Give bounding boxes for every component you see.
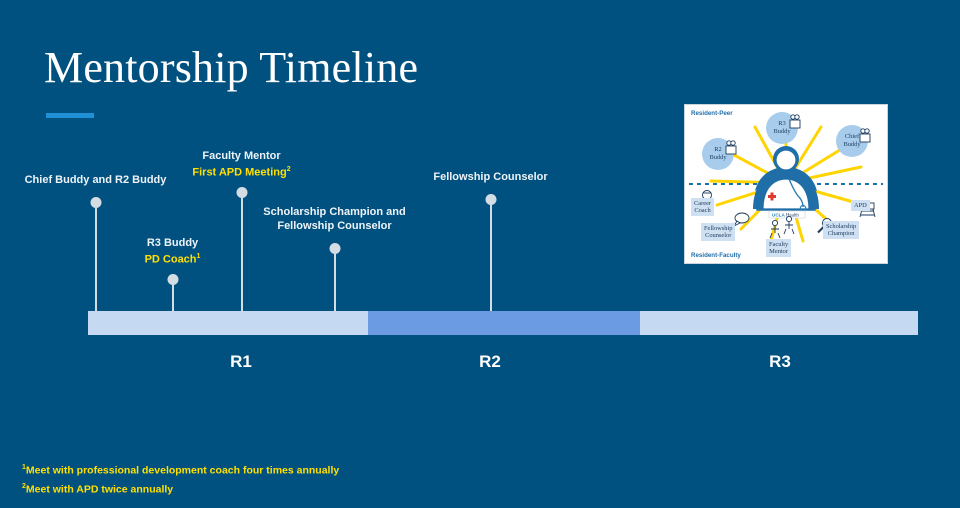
page-title: Mentorship Timeline	[44, 43, 419, 92]
phase-label-r3: R3	[769, 352, 791, 371]
marker-primary-text: Chief Buddy and R2 Buddy	[24, 174, 167, 186]
marker-stem	[333, 248, 336, 311]
marker-label-r3-buddy: R3 Buddy PD Coach1	[145, 236, 201, 267]
marker-stem	[489, 199, 492, 311]
timeline-marker-faculty-mentor[interactable]: Faculty Mentor First APD Meeting2	[192, 150, 291, 311]
marker-label-chief-buddy: Chief Buddy and R2 Buddy	[25, 173, 167, 187]
marker-stem	[171, 279, 174, 311]
diagram-node-chief-buddy[interactable]: Chief Buddy	[843, 133, 861, 148]
footnote-marker: 2	[22, 482, 26, 490]
marker-label-fellowship-counselor: Fellowship Counselor	[433, 170, 547, 184]
diagram-graphics: UCLA Health	[689, 112, 883, 243]
diagram-node-r2-buddy[interactable]: R2 Buddy	[709, 146, 727, 161]
marker-primary-text: Faculty Mentor	[202, 150, 281, 162]
r3-people-icon	[789, 114, 801, 129]
marker-stem	[94, 202, 97, 311]
timeline-segment-r2[interactable]	[368, 311, 640, 335]
diagram-region-label-faculty: Resident-Faculty	[691, 252, 741, 259]
marker-primary-text: R3 Buddy	[146, 237, 199, 249]
footnote-2: 2Meet with APD twice annually	[22, 479, 339, 498]
svg-text:Health: Health	[786, 214, 799, 219]
diagram-node-faculty-mentor[interactable]: Faculty Mentor	[766, 239, 792, 258]
timeline-marker-scholarship-champion[interactable]: Scholarship Champion and Fellowship Coun…	[263, 206, 406, 311]
timeline-marker-chief-buddy[interactable]: Chief Buddy and R2 Buddy	[25, 174, 166, 311]
marker-stem	[240, 192, 243, 311]
timeline-marker-fellowship-counselor[interactable]: Fellowship Counselor	[433, 171, 548, 311]
diagram-node-scholarship-champion[interactable]: Scholarship Champion	[823, 221, 860, 240]
footnote-1: 1Meet with professional development coac…	[22, 460, 339, 479]
marker-dot	[90, 197, 101, 208]
marker-label-scholarship-champion: Scholarship Champion and Fellowship Coun…	[263, 205, 405, 233]
footnote-text: Meet with APD twice annually	[25, 483, 174, 495]
marker-dot	[236, 187, 247, 198]
timeline-segment-r3[interactable]	[640, 311, 918, 335]
marker-primary-text-line2: Fellowship Counselor	[277, 220, 392, 232]
title-accent-rule	[46, 113, 94, 118]
timeline-bar	[88, 311, 918, 335]
marker-primary-text-line1: Scholarship Champion and	[263, 206, 406, 218]
faculty-mentor-icon	[769, 215, 795, 239]
diagram-node-r3-buddy[interactable]: R3 Buddy	[773, 120, 791, 135]
marker-dot	[167, 274, 178, 285]
diagram-region-label-peer: Resident-Peer	[691, 110, 733, 117]
footnote-text: Meet with professional development coach…	[25, 464, 340, 477]
svg-text:UCLA: UCLA	[772, 213, 785, 218]
phase-label-r2: R2	[479, 352, 501, 371]
footnote-ref: 1	[196, 253, 201, 260]
chief-people-icon	[859, 128, 871, 143]
footnotes: 1Meet with professional development coac…	[22, 460, 339, 497]
footnote-marker: 1	[22, 464, 26, 471]
marker-highlight-text: First APD Meeting2	[192, 166, 291, 179]
career-coach-icon	[702, 190, 712, 200]
marker-primary-text: Fellowship Counselor	[433, 171, 548, 183]
marker-label-faculty-mentor: Faculty Mentor First APD Meeting2	[192, 149, 290, 180]
peer-node-chief-circle	[836, 125, 868, 157]
timeline-marker-r3-buddy[interactable]: R3 Buddy PD Coach1	[145, 237, 200, 311]
marker-dot	[485, 194, 496, 205]
marker-dot	[329, 243, 340, 254]
timeline-segment-r1[interactable]	[88, 311, 368, 335]
r2-people-icon	[725, 140, 737, 155]
diagram-node-fellowship-counselor[interactable]: Fellowship Counselor	[701, 223, 736, 242]
central-resident-figure	[753, 146, 819, 212]
fellowship-counselor-icon	[732, 212, 750, 228]
diagram-node-apd[interactable]: APD	[851, 200, 870, 211]
mentorship-network-diagram[interactable]: UCLA Health	[684, 104, 888, 264]
phase-label-r1: R1	[230, 352, 252, 371]
diagram-node-career-coach[interactable]: Career Coach	[691, 198, 715, 217]
marker-highlight-text: PD Coach1	[144, 253, 201, 266]
footnote-ref: 2	[286, 166, 291, 173]
